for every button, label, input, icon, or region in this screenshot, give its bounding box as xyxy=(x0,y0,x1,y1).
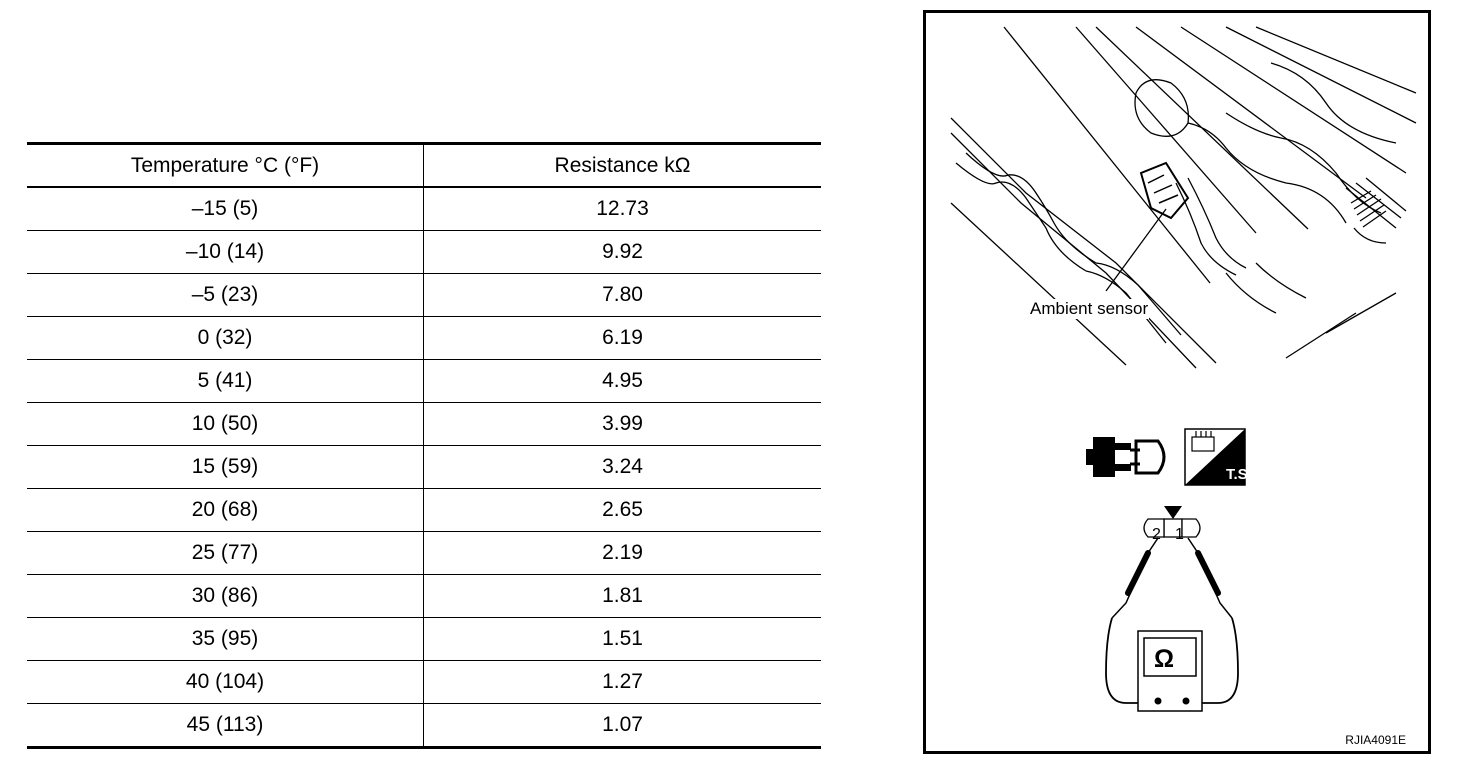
table-row: 40 (104)1.27 xyxy=(27,660,821,704)
temperature-cell: 40 (104) xyxy=(27,660,424,704)
sensor-illustration xyxy=(950,26,1417,712)
table-row: –15 (5)12.73 xyxy=(27,187,821,231)
temperature-cell: –10 (14) xyxy=(27,230,424,274)
resistance-cell: 2.65 xyxy=(423,488,821,532)
temperature-cell: 20 (68) xyxy=(27,488,424,532)
resistance-column-header: Resistance kΩ xyxy=(423,143,821,188)
sensor-figure: Ambient sensor T.S. 2 1 Ω RJIA4091E xyxy=(923,10,1431,754)
resistance-cell: 1.07 xyxy=(602,713,643,736)
vehicle-underside-drawing xyxy=(950,26,1417,369)
table-row: 0 (32)6.19 xyxy=(27,316,821,360)
resistance-cell: 1.51 xyxy=(423,617,821,661)
table-row: 5 (41)4.95 xyxy=(27,359,821,403)
resistance-cell: 4.95 xyxy=(423,359,821,403)
table-header-row: Temperature °C (°F) Resistance kΩ xyxy=(27,143,821,188)
connector-disconnect-icon xyxy=(1086,437,1166,477)
connector-pin-2: 2 xyxy=(1152,526,1161,543)
temperature-cell: 30 (86) xyxy=(27,574,424,618)
table-row: –5 (23)7.80 xyxy=(27,273,821,317)
table-row: –10 (14)9.92 xyxy=(27,230,821,274)
table-row: 30 (86)1.81 xyxy=(27,574,821,618)
resistance-spec-table: Temperature °C (°F) Resistance kΩ –15 (5… xyxy=(27,142,821,749)
temperature-column-header: Temperature °C (°F) xyxy=(27,143,424,188)
resistance-cell: 3.24 xyxy=(423,445,821,489)
temperature-cell: –15 (5) xyxy=(27,187,424,231)
table-row: 45 (113) 1.07 xyxy=(27,703,821,748)
resistance-cell: 2.19 xyxy=(423,531,821,575)
resistance-cell: 9.92 xyxy=(423,230,821,274)
temperature-cell: 15 (59) xyxy=(27,445,424,489)
table-row: 20 (68)2.65 xyxy=(27,488,821,532)
resistance-cell: 1.81 xyxy=(423,574,821,618)
table-row: 15 (59)3.24 xyxy=(27,445,821,489)
resistance-cell: 7.80 xyxy=(423,273,821,317)
temperature-cell: 10 (50) xyxy=(27,402,424,446)
resistance-cell: 12.73 xyxy=(423,187,821,231)
harness-connector-icon xyxy=(1184,428,1246,486)
temperature-cell: 5 (41) xyxy=(27,359,424,403)
connector-pin-1: 1 xyxy=(1175,526,1184,543)
temperature-cell: 45 (113) xyxy=(27,703,424,748)
ambient-sensor-label: Ambient sensor xyxy=(1029,299,1150,319)
resistance-cell: 1.27 xyxy=(423,660,821,704)
resistance-cell: 6.19 xyxy=(423,316,821,360)
table-row: 35 (95)1.51 xyxy=(27,617,821,661)
table-row: 25 (77)2.19 xyxy=(27,531,821,575)
temperature-cell: –5 (23) xyxy=(27,273,424,317)
temperature-cell: 0 (32) xyxy=(27,316,424,360)
figure-code: RJIA4091E xyxy=(1345,733,1406,747)
ts-label: T.S. xyxy=(1226,466,1252,483)
ohmmeter-symbol: Ω xyxy=(1154,645,1175,673)
ohmmeter-icon xyxy=(1105,506,1239,712)
temperature-cell: 25 (77) xyxy=(27,531,424,575)
temperature-cell: 35 (95) xyxy=(27,617,424,661)
table-row: 10 (50)3.99 xyxy=(27,402,821,446)
resistance-cell: 3.99 xyxy=(423,402,821,446)
